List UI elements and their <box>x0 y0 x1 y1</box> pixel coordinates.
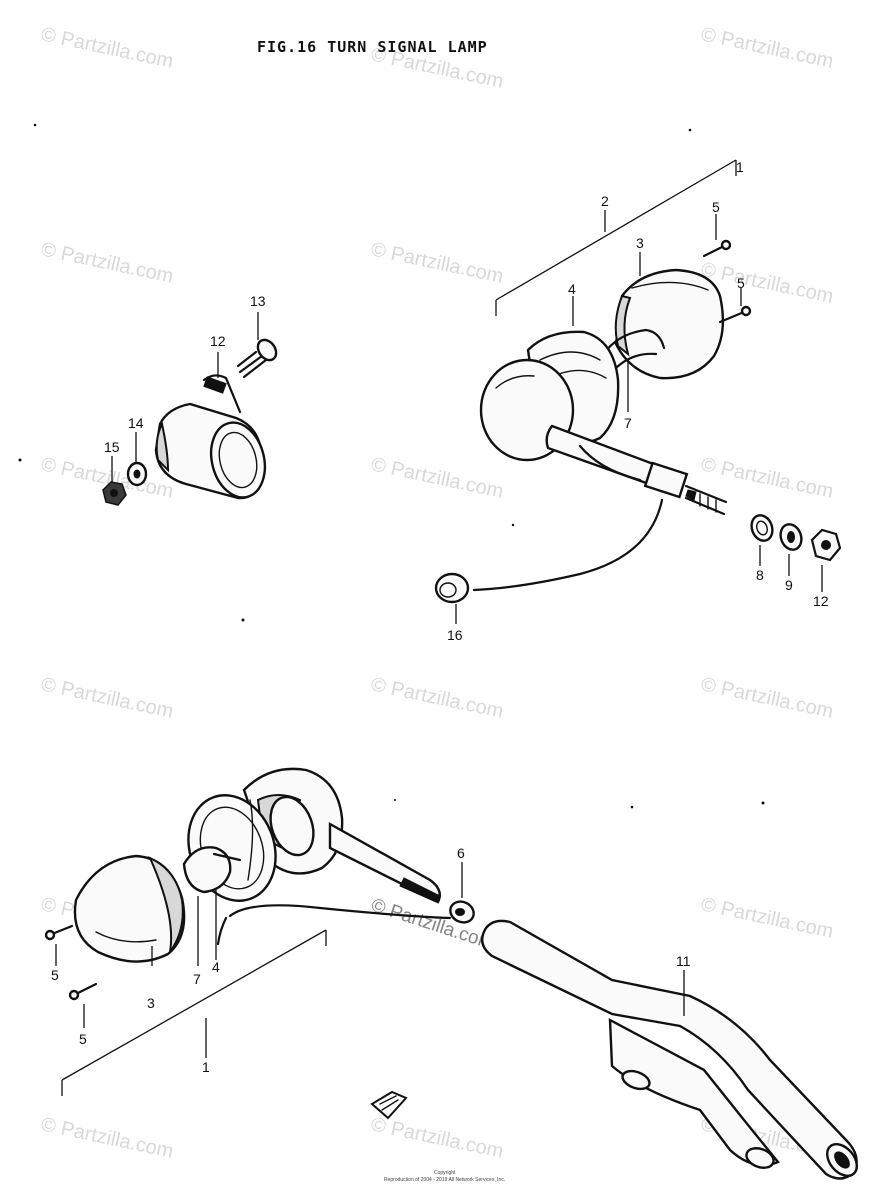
washer-8-icon <box>750 514 774 542</box>
callout-3-lower: 3 <box>147 995 155 1011</box>
watermark-text: © Partzilla.com <box>699 673 835 723</box>
callout-14: 14 <box>128 415 144 431</box>
watermark-text: © Partzilla.com <box>369 1113 505 1163</box>
callout-labels: 2 1 3 5 5 4 7 8 9 12 13 12 14 15 16 6 11… <box>51 159 829 1075</box>
grommet-6-icon <box>449 900 475 924</box>
watermark-text: © Partzilla.com <box>39 238 175 288</box>
callout-16: 16 <box>447 627 463 643</box>
callout-15: 15 <box>104 439 120 455</box>
callout-5-upper-a: 5 <box>712 199 720 215</box>
callout-4-lower: 4 <box>212 959 220 975</box>
callout-3-upper: 3 <box>636 235 644 251</box>
nut-15-icon <box>102 481 127 506</box>
washer-14-icon <box>126 461 148 487</box>
watermark-text: © Partzilla.com <box>39 673 175 723</box>
callout-1-upper: 1 <box>736 159 744 175</box>
screw-5-icon <box>44 924 98 1001</box>
callout-5-upper-b: 5 <box>737 275 745 291</box>
callout-8: 8 <box>756 567 764 583</box>
watermark-text: © Partzilla.com <box>39 1113 175 1163</box>
scan-specks <box>18 123 765 809</box>
callout-7-upper: 7 <box>624 415 632 431</box>
watermark-text: © Partzilla.com <box>699 453 835 503</box>
watermark-text: © Partzilla.com <box>369 453 505 503</box>
watermark-text: © Partzilla.com <box>369 238 505 288</box>
callout-12: 12 <box>210 333 226 349</box>
front-lamp-assembly <box>434 159 842 624</box>
small-lamp-assembly <box>102 312 278 506</box>
washer-9-icon <box>779 523 803 551</box>
nut-10-icon <box>810 528 842 562</box>
callout-5-lower-b: 5 <box>79 1031 87 1047</box>
bolt-13-icon <box>236 338 278 379</box>
footer-copyright: Copyright Reproduction of 2004 - 2019 Al… <box>384 1170 505 1183</box>
copyright-line-2: Reproduction of 2004 - 2019 All Network … <box>384 1177 505 1183</box>
watermark-text: © Partzilla.com <box>699 23 835 73</box>
figure-title: FIG.16 TURN SIGNAL LAMP <box>257 38 488 56</box>
callout-11: 11 <box>676 953 691 969</box>
watermark-text: © Partzilla.com <box>369 673 505 723</box>
callout-7-lower: 7 <box>193 971 201 987</box>
watermark-text-center: © Partzilla.com <box>368 895 496 955</box>
rear-lamp-assembly <box>44 767 858 1180</box>
callout-13: 13 <box>250 293 266 309</box>
copyright-line-1: Copyright <box>434 1170 456 1176</box>
callout-10: 12 <box>813 593 829 609</box>
callout-5-lower-a: 5 <box>51 967 59 983</box>
callout-1-lower: 1 <box>202 1059 210 1075</box>
callout-2: 2 <box>601 193 609 209</box>
callout-4-upper: 4 <box>568 281 576 297</box>
watermark-text: © Partzilla.com <box>39 23 175 73</box>
label-tag-icon <box>370 1090 408 1120</box>
grommet-16-icon <box>434 572 470 604</box>
watermark-text: © Partzilla.com <box>699 893 835 943</box>
screw-5-icon <box>702 214 752 324</box>
callout-9: 9 <box>785 577 793 593</box>
callout-6: 6 <box>457 845 465 861</box>
